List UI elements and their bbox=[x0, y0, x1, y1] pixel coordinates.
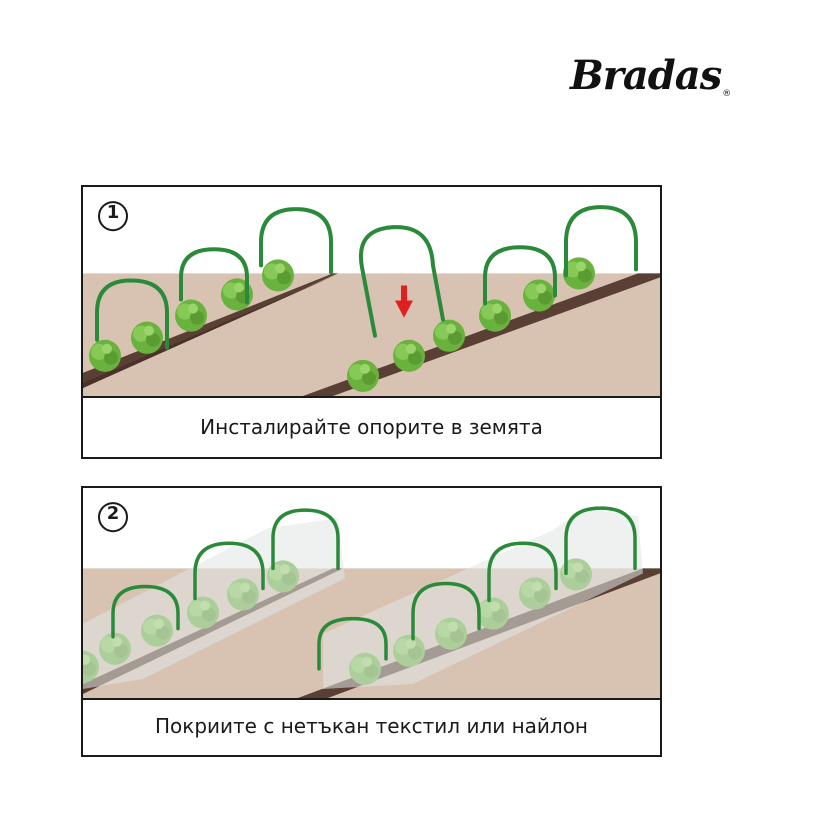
step-1-svg bbox=[83, 187, 660, 396]
arch-support-icon bbox=[193, 541, 265, 601]
step-number: 2 bbox=[106, 503, 120, 524]
arrow-down-icon bbox=[395, 285, 413, 318]
lettuce-icon bbox=[89, 339, 121, 372]
arch-support-icon bbox=[487, 541, 558, 603]
arch-support-icon bbox=[483, 245, 557, 306]
lettuce-icon bbox=[262, 259, 294, 292]
step-2-caption: Покриите с нетъкан текстил или найлон bbox=[154, 714, 589, 738]
step-1-illustration bbox=[83, 187, 660, 398]
step-number: 1 bbox=[106, 202, 120, 223]
arch-support-icon bbox=[271, 508, 340, 571]
arch-support-icon bbox=[411, 581, 481, 641]
step-number-badge bbox=[98, 201, 128, 232]
registered-mark: ® bbox=[722, 89, 731, 99]
lettuce-icon bbox=[393, 339, 425, 372]
step-1-caption: Инсталирайте опорите в земята bbox=[200, 415, 543, 439]
step-2-svg bbox=[83, 488, 660, 698]
lettuce-icon bbox=[433, 319, 465, 352]
arch-support-icon bbox=[95, 278, 169, 350]
step-number-badge bbox=[98, 502, 128, 533]
arch-support-icon bbox=[259, 207, 333, 275]
tunnel-cover-left bbox=[83, 518, 345, 689]
lettuce-icon bbox=[175, 299, 207, 332]
arch-support-icon bbox=[564, 506, 637, 576]
arch-support-icon bbox=[564, 205, 638, 278]
bradas-logo: Bradas® bbox=[570, 52, 731, 99]
arch-support-icon bbox=[111, 584, 180, 639]
arch-support-icon bbox=[179, 247, 249, 305]
step-2-illustration bbox=[83, 488, 660, 700]
tunnel-cover-right bbox=[323, 508, 643, 689]
logo-text: Bradas bbox=[570, 52, 722, 99]
lettuce-icon bbox=[347, 359, 379, 392]
garden-bed-right bbox=[303, 273, 660, 396]
arch-support-icon bbox=[359, 225, 445, 338]
lettuce-icon bbox=[523, 279, 555, 312]
arch-support-icon bbox=[317, 616, 388, 671]
step-1-panel: 1 Инсталирайте опорите в земята bbox=[81, 185, 662, 459]
step-2-panel: 2 Покриите с нетъкан текстил или найлон bbox=[81, 486, 662, 757]
lettuce-icon bbox=[131, 321, 163, 354]
